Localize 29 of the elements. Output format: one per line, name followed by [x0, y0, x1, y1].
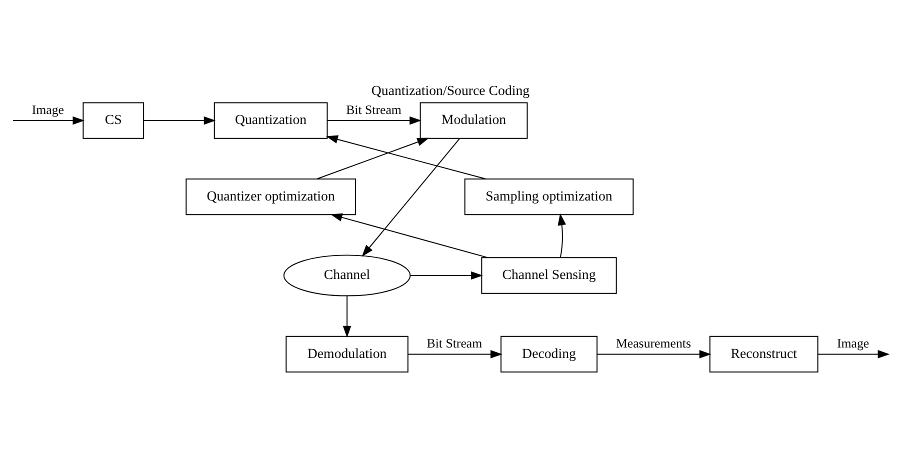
- node-box: Sampling optimization: [464, 178, 634, 216]
- arrow: [596, 350, 712, 358]
- node-box: Decoding: [500, 336, 598, 373]
- diagram-title: Quantization/Source Coding: [371, 83, 530, 98]
- arrow: [817, 350, 890, 358]
- node-box: Channel Sensing: [481, 257, 617, 294]
- node-box: Quantizer optimization: [186, 178, 356, 216]
- node-box: CS: [82, 102, 144, 139]
- node-box: Modulation: [420, 102, 528, 139]
- arrow: [362, 138, 460, 257]
- arrow: [326, 135, 486, 180]
- node-ellipse: Channel: [283, 254, 411, 296]
- node-box: Reconstruct: [709, 336, 818, 373]
- edge-label: Measurements: [616, 336, 691, 351]
- arrow: [143, 116, 216, 125]
- edge-label: Bit Stream: [426, 336, 482, 351]
- arrow: [558, 213, 566, 258]
- node-box: Quantization: [214, 102, 328, 139]
- edge-label: Image: [836, 336, 870, 351]
- arrow: [408, 350, 502, 358]
- node-box: Demodulation: [286, 336, 408, 373]
- edge-label: Bit Stream: [346, 103, 402, 118]
- edge-label: Image: [32, 103, 64, 118]
- arrow: [316, 138, 430, 180]
- arrow: [410, 271, 483, 280]
- arrow: [330, 213, 488, 258]
- arrow: [326, 116, 422, 125]
- arrow: [12, 116, 85, 125]
- arrow: [342, 295, 352, 338]
